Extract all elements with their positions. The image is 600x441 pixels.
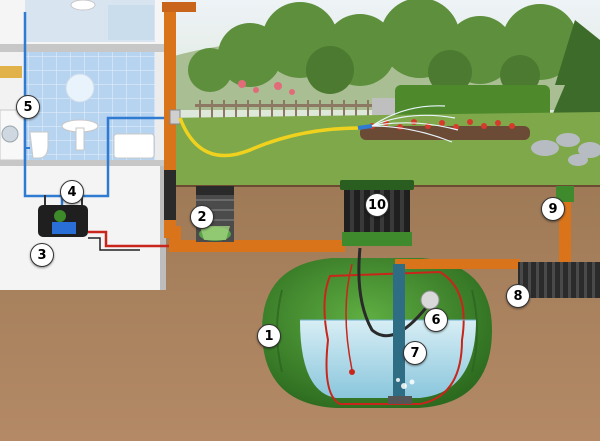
marker-10: 10 [365,193,389,217]
garden-tap [169,109,181,125]
pump-suction-line [88,230,230,248]
pump-unit [38,195,88,237]
downpipe-black-section [164,170,176,220]
level-sensor-cable [345,263,353,371]
marker-4: 4 [60,180,84,204]
gutter [162,2,196,12]
toilet [29,131,49,159]
inlet-bubbles [396,378,415,389]
marker-1: 1 [257,324,281,348]
marker-6: 6 [424,308,448,332]
tank-cutaway-outline [323,270,465,405]
marker-2: 2 [190,205,214,229]
marker-9: 9 [541,197,565,221]
calmed-inlet-pipe [393,264,405,400]
fence-rail [195,104,405,107]
marker-7: 7 [403,341,427,365]
floating-ball [420,290,440,310]
marker-8: 8 [506,284,530,308]
hose-nozzle [357,124,373,130]
dome-shaft [340,180,414,246]
marker-5: 5 [16,95,40,119]
pump-cable [88,237,140,251]
marker-3: 3 [30,243,54,267]
garden-hose [178,117,361,158]
overflow-corrugated-pipe [518,262,600,298]
sink [61,0,99,151]
mirror [65,73,95,103]
vent-cap [556,186,574,202]
conifer-tree [548,20,600,125]
shelf [0,66,22,78]
supply-to-garden [65,116,170,198]
bathtub [113,133,155,159]
inflow-pipe [164,226,345,252]
flowers-left [238,80,295,95]
calmed-inlet-base [388,396,412,404]
water-spray [371,105,459,143]
tank-water [300,320,476,398]
suction-hose [357,247,434,338]
garden-rocks [531,133,600,166]
